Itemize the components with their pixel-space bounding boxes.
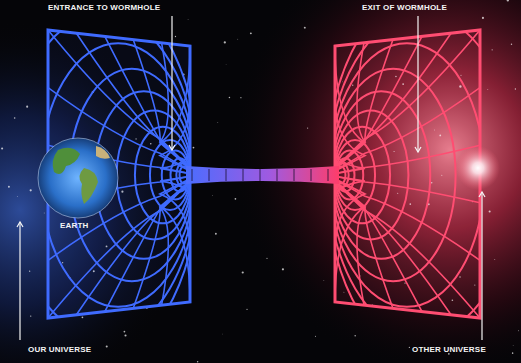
throat-ring: [243, 169, 244, 181]
throat-ring: [277, 169, 278, 181]
callout-label: OUR UNIVERSE: [28, 346, 91, 354]
throat-ring: [311, 169, 312, 181]
wormhole-funnel: [0, 0, 199, 363]
throat-ring: [209, 169, 210, 181]
earth-label: EARTH: [60, 222, 89, 230]
throat-ring: [192, 169, 193, 181]
throat-ring: [260, 169, 261, 181]
wormhole-funnel: [326, 0, 521, 363]
throat-ring: [294, 169, 295, 181]
blue-nebula: [0, 20, 190, 363]
throat-ring: [328, 169, 329, 181]
callout-label: ENTRANCE TO WORMHOLE: [48, 4, 160, 12]
callout-label: EXIT OF WORMHOLE: [362, 4, 447, 12]
bright-star: [456, 146, 500, 190]
red-nebula: [230, 0, 521, 363]
callout-label: OTHER UNIVERSE: [412, 346, 486, 354]
wormhole-throat: [186, 166, 339, 184]
throat-ring: [226, 169, 227, 181]
earth-globe: [38, 138, 118, 218]
leader-lines: [17, 16, 485, 340]
